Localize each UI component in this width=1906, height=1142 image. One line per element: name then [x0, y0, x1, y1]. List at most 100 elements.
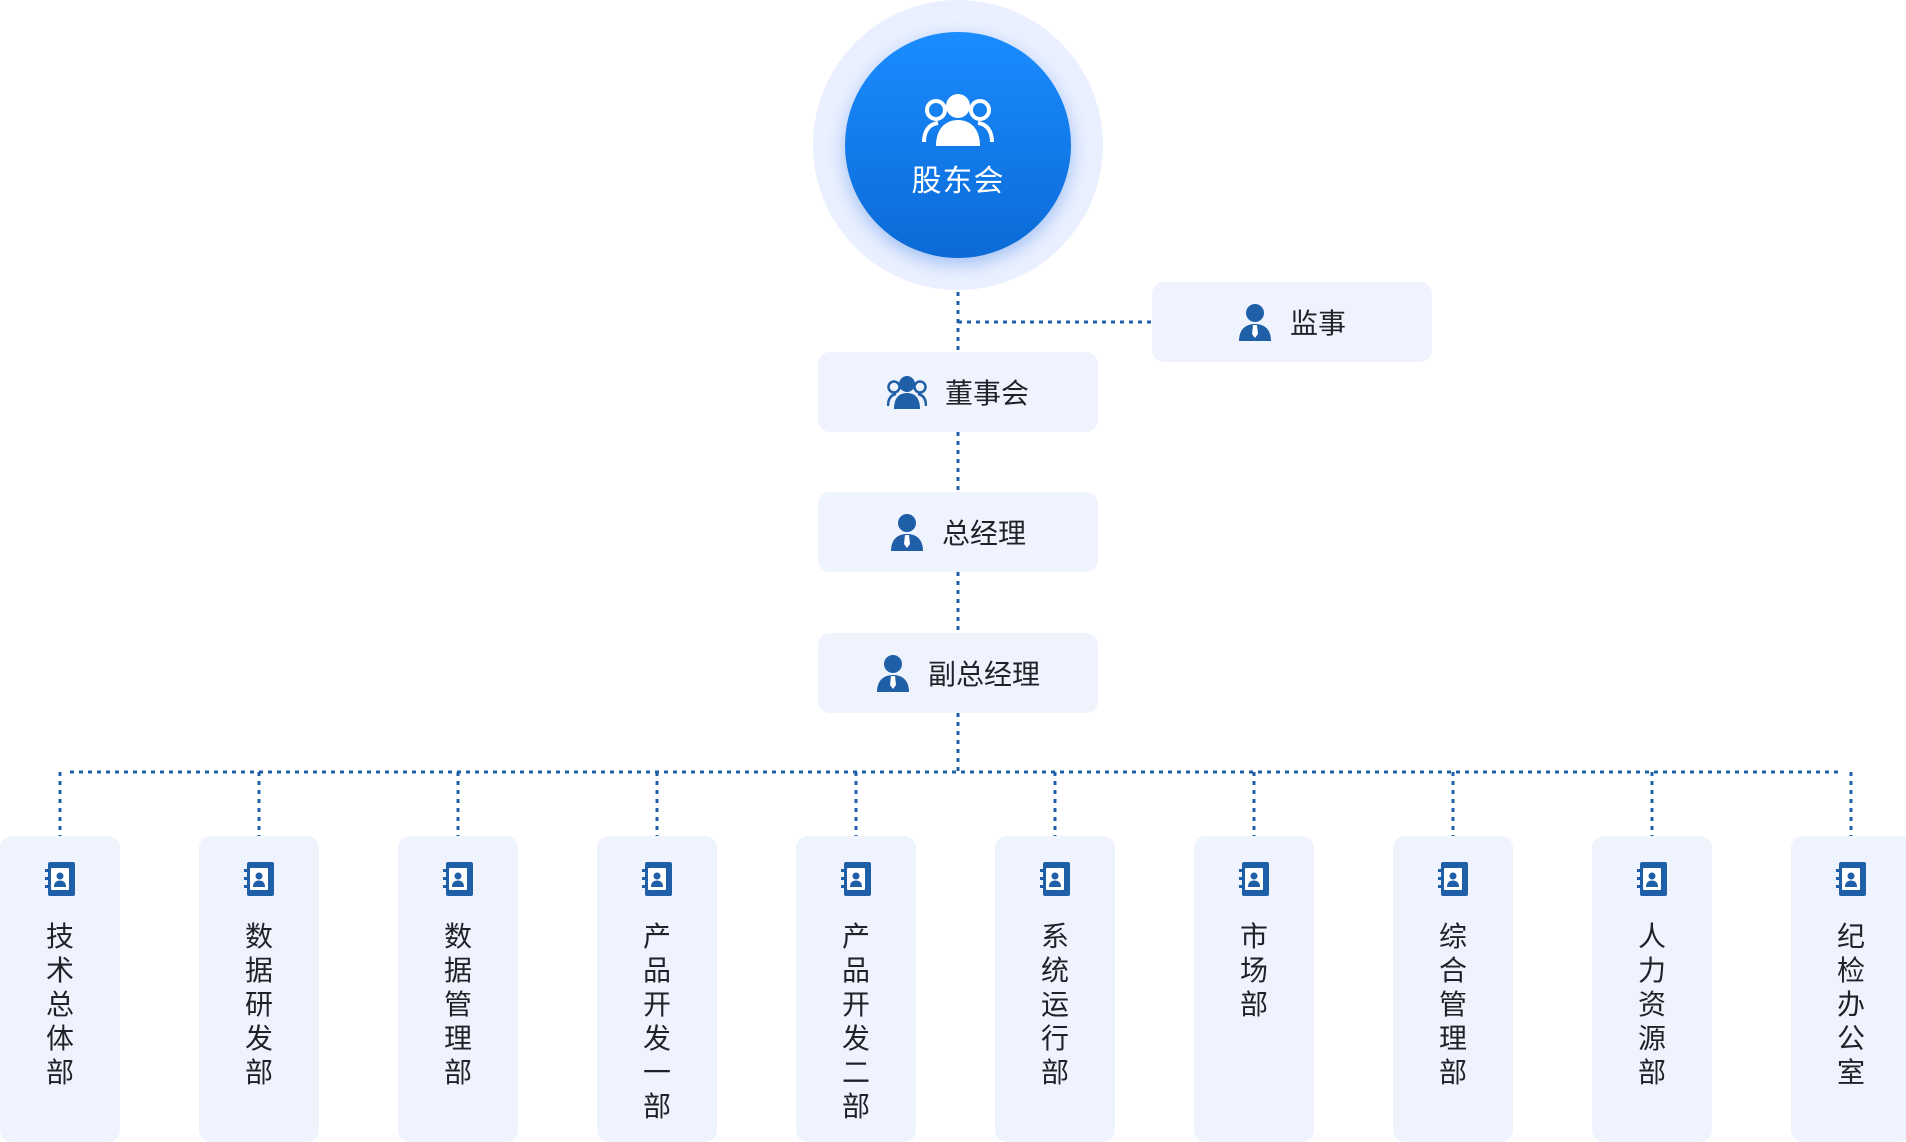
department-card[interactable]: 数据研发部 — [199, 836, 319, 1142]
department-label-char: 统 — [1040, 954, 1069, 987]
department-label-char: 行 — [1040, 1022, 1069, 1055]
supervisor-label: 监事 — [1289, 307, 1346, 340]
contact-book-icon — [841, 862, 871, 896]
department-label-char: 理 — [443, 1022, 472, 1055]
department-label-char: 部 — [45, 1056, 74, 1089]
department-label-char: 合 — [1438, 954, 1467, 987]
department-label-char: 体 — [45, 1022, 74, 1055]
department-icon — [1836, 862, 1866, 900]
contact-book-icon — [244, 862, 274, 896]
supervisor-node[interactable]: 监事 — [1152, 282, 1432, 362]
general-manager-label: 总经理 — [941, 517, 1026, 550]
department-label-char: 开 — [642, 988, 671, 1021]
department-label-char: 部 — [841, 1090, 870, 1123]
department-label-char: 部 — [1438, 1056, 1467, 1089]
department-card[interactable]: 产品开发二部 — [796, 836, 916, 1142]
deputy-general-manager-node[interactable]: 副总经理 — [818, 633, 1098, 713]
department-label-char: 发 — [244, 1022, 273, 1055]
department-label: 数据研发部 — [245, 920, 273, 1090]
department-label-char: 力 — [1637, 954, 1666, 987]
department-card[interactable]: 综合管理部 — [1393, 836, 1513, 1142]
department-label-char: 部 — [642, 1090, 671, 1123]
department-label-char: 研 — [244, 988, 273, 1021]
contact-book-icon — [1239, 862, 1269, 896]
department-label: 人力资源部 — [1638, 920, 1666, 1090]
department-icon — [1239, 862, 1269, 900]
department-label-char: 人 — [1637, 920, 1666, 953]
shareholders-meeting-node[interactable]: 股东会 — [845, 32, 1071, 258]
department-card[interactable]: 系统运行部 — [995, 836, 1115, 1142]
department-label-char: 部 — [244, 1056, 273, 1089]
department-label-char: 发 — [642, 1022, 671, 1055]
department-label-char: 技 — [45, 920, 74, 953]
department-label-char: 公 — [1836, 1022, 1865, 1055]
contact-book-icon — [45, 862, 75, 896]
department-label: 综合管理部 — [1439, 920, 1467, 1090]
department-label-char: 运 — [1040, 988, 1069, 1021]
department-label-char: 室 — [1836, 1056, 1865, 1089]
department-label-char: 资 — [1637, 988, 1666, 1021]
department-label-char: 数 — [244, 920, 273, 953]
person-tie-icon — [876, 655, 909, 692]
group-icon — [922, 94, 994, 146]
board-node[interactable]: 董事会 — [818, 352, 1098, 432]
department-label: 市场部 — [1240, 920, 1268, 1022]
general-manager-node[interactable]: 总经理 — [818, 492, 1098, 572]
department-label-char: 二 — [841, 1056, 870, 1089]
board-label: 董事会 — [944, 377, 1029, 410]
department-label-char: 部 — [1040, 1056, 1069, 1089]
department-label-char: 部 — [1637, 1056, 1666, 1089]
department-label-char: 总 — [45, 988, 74, 1021]
department-card[interactable]: 产品开发一部 — [597, 836, 717, 1142]
department-card[interactable]: 纪检办公室 — [1791, 836, 1906, 1142]
department-label-char: 产 — [841, 920, 870, 953]
department-label-char: 场 — [1239, 954, 1268, 987]
department-icon — [841, 862, 871, 900]
department-label: 纪检办公室 — [1837, 920, 1865, 1090]
department-label-char: 品 — [642, 954, 671, 987]
department-label-char: 术 — [45, 954, 74, 987]
group-icon — [886, 376, 927, 409]
contact-book-icon — [1040, 862, 1070, 896]
department-icon — [443, 862, 473, 900]
contact-book-icon — [1836, 862, 1866, 896]
department-icon — [1438, 862, 1468, 900]
department-label-char: 管 — [1438, 988, 1467, 1021]
department-label: 技术总体部 — [46, 920, 74, 1090]
department-icon — [642, 862, 672, 900]
department-label-char: 部 — [443, 1056, 472, 1089]
department-icon — [1637, 862, 1667, 900]
department-label-char: 部 — [1239, 988, 1268, 1021]
department-label: 产品开发一部 — [643, 920, 671, 1124]
department-label-char: 一 — [642, 1056, 671, 1089]
department-label-char: 管 — [443, 988, 472, 1021]
department-label-char: 检 — [1836, 954, 1865, 987]
department-label-char: 据 — [443, 954, 472, 987]
department-card[interactable]: 数据管理部 — [398, 836, 518, 1142]
contact-book-icon — [443, 862, 473, 896]
person-tie-icon — [890, 514, 923, 551]
department-label: 系统运行部 — [1041, 920, 1069, 1090]
person-tie-icon — [1238, 304, 1271, 341]
department-card[interactable]: 人力资源部 — [1592, 836, 1712, 1142]
department-card[interactable]: 市场部 — [1194, 836, 1314, 1142]
department-label-char: 品 — [841, 954, 870, 987]
department-icon — [244, 862, 274, 900]
department-label-char: 办 — [1836, 988, 1865, 1021]
department-icon — [45, 862, 75, 900]
department-label-char: 数 — [443, 920, 472, 953]
department-label: 数据管理部 — [444, 920, 472, 1090]
department-icon — [1040, 862, 1070, 900]
department-label-char: 产 — [642, 920, 671, 953]
department-label-char: 系 — [1040, 920, 1069, 953]
department-label-char: 发 — [841, 1022, 870, 1055]
department-label-char: 市 — [1239, 920, 1268, 953]
department-label-char: 据 — [244, 954, 273, 987]
department-card[interactable]: 技术总体部 — [0, 836, 120, 1142]
department-label-char: 综 — [1438, 920, 1467, 953]
contact-book-icon — [642, 862, 672, 896]
root-label: 股东会 — [911, 164, 1005, 199]
department-label-char: 理 — [1438, 1022, 1467, 1055]
department-label: 产品开发二部 — [842, 920, 870, 1124]
